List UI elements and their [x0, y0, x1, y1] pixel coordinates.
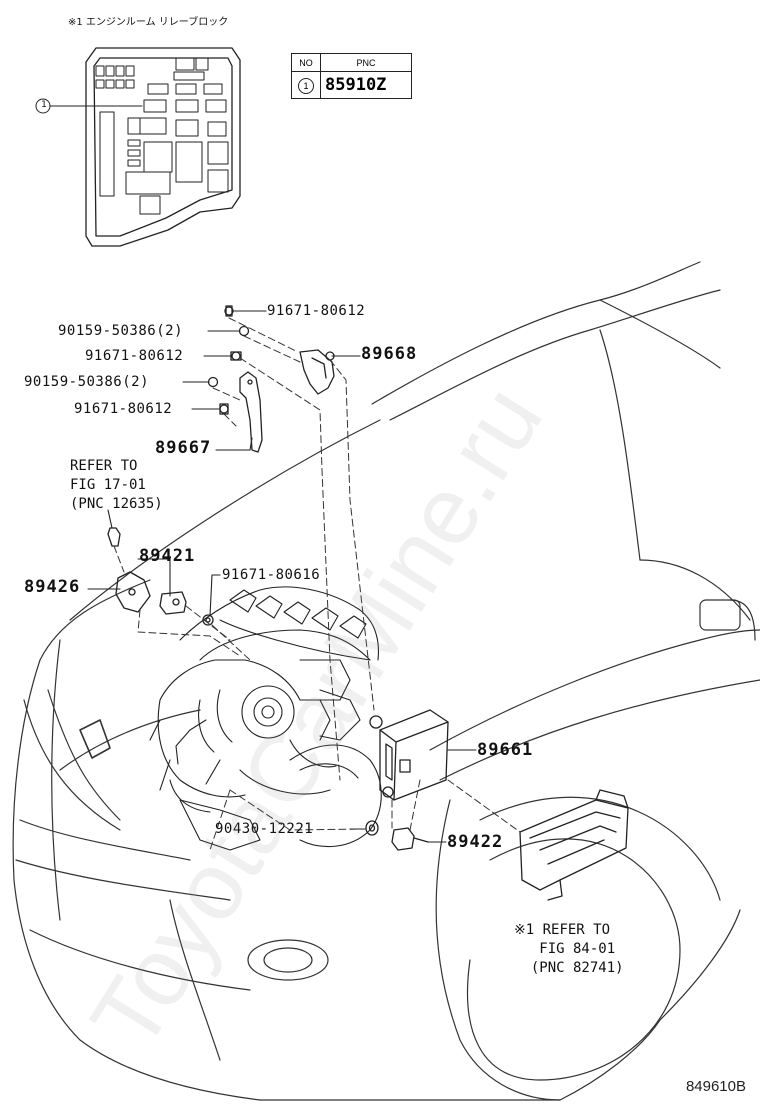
table-header-pnc: PNC — [320, 53, 412, 72]
refer-upper-line-3: (PNC 12635) — [70, 496, 163, 512]
bracket-89667-icon — [239, 371, 263, 453]
sensor-89421-icon — [159, 591, 187, 615]
ecu-icon — [369, 709, 449, 801]
table-header-no: NO — [291, 53, 321, 72]
part-89667[interactable]: 89667 — [155, 438, 212, 458]
table-row-pnc[interactable]: 85910Z — [325, 75, 387, 95]
refer-lower-line-1: ※1 REFER TO — [514, 922, 611, 938]
refer-lower-line-2: FIG 84-01 — [514, 941, 616, 957]
figure-id: 849610B — [685, 1078, 746, 1095]
refer-upper-line-2: FIG 17-01 — [70, 477, 146, 493]
inset-callout-number: 1 — [41, 100, 47, 110]
relay-block-icon — [35, 47, 241, 247]
inset-caption: ※1 エンジンルーム リレーブロック — [68, 17, 229, 28]
table-row-no: 1 — [298, 78, 314, 94]
part-89422[interactable]: 89422 — [447, 832, 504, 852]
part-90430-12221[interactable]: 90430-12221 — [215, 821, 314, 837]
car-body-icon — [12, 261, 760, 1101]
part-89668[interactable]: 89668 — [361, 344, 418, 364]
bracket-89668-icon — [299, 349, 335, 395]
engine-relay-block-icon — [519, 789, 629, 901]
sensor-89422-icon — [391, 827, 429, 851]
part-91671-80616[interactable]: 91671-80616 — [222, 567, 321, 583]
part-91671-80612-top[interactable]: 91671-80612 — [267, 303, 366, 319]
gasket-icon — [365, 820, 379, 836]
refer-lower-line-3: (PNC 82741) — [514, 960, 624, 976]
refer-upper-line-1: REFER TO — [70, 458, 138, 474]
pnc-table: NO PNC 1 85910Z — [291, 53, 412, 99]
engine-icon — [149, 586, 382, 851]
bolt-icons — [107, 305, 250, 626]
part-91671-80612-middle[interactable]: 91671-80612 — [85, 348, 184, 364]
part-89661[interactable]: 89661 — [477, 740, 534, 760]
part-90159-50386-lower[interactable]: 90159-50386(2) — [24, 374, 150, 390]
table-row: 1 85910Z — [291, 71, 412, 99]
refer-fig-17-01[interactable]: REFER TO FIG 17-01 (PNC 12635) — [70, 457, 163, 514]
refer-fig-84-01[interactable]: ※1 REFER TO FIG 84-01 (PNC 82741) — [514, 921, 624, 978]
part-91671-80612-lower[interactable]: 91671-80612 — [74, 401, 173, 417]
part-89426[interactable]: 89426 — [24, 577, 81, 597]
bracket-89426-icon — [115, 571, 151, 613]
part-90159-50386-upper[interactable]: 90159-50386(2) — [58, 323, 184, 339]
part-89421[interactable]: 89421 — [139, 546, 196, 566]
